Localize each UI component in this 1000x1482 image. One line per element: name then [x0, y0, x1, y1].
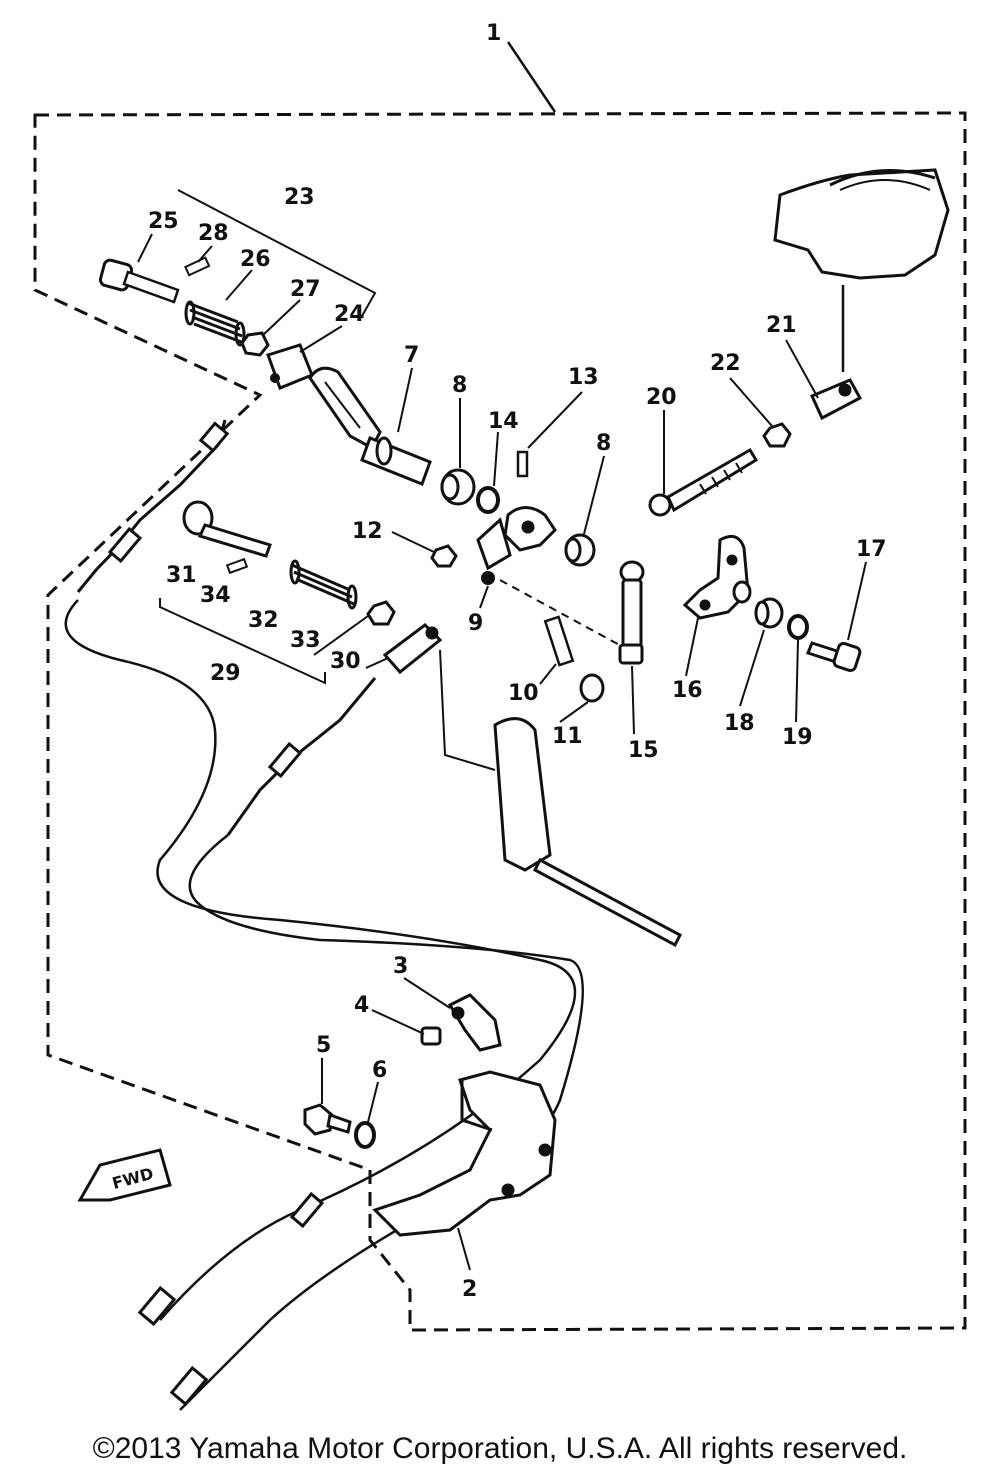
carburetor-flange: [773, 168, 950, 280]
spring-32: [289, 559, 358, 610]
bolt-25: [98, 258, 180, 304]
cable-loop-1: [64, 599, 577, 1321]
label-12: 12: [352, 519, 383, 544]
washer-6: [354, 1121, 376, 1149]
label-18: 18: [724, 711, 755, 736]
label-19: 19: [782, 725, 813, 750]
shift-rod: [493, 717, 682, 948]
shift-leader: [439, 649, 496, 771]
washer-14: [476, 486, 500, 514]
nut-33: [366, 600, 396, 626]
leader-2: [457, 1227, 471, 1271]
bushing-8a: [440, 468, 476, 506]
joint-24: [266, 343, 314, 390]
bolt-17: [806, 641, 862, 673]
label-23: 23: [284, 185, 315, 210]
nut-22: [762, 422, 792, 448]
label-11: 11: [552, 724, 583, 749]
label-4: 4: [354, 993, 369, 1018]
pin-34: [225, 557, 249, 575]
spring-26: [184, 300, 246, 347]
bracket-23: [177, 189, 377, 317]
joint-30: [382, 623, 443, 675]
link-3: [447, 993, 502, 1052]
pin-28: [184, 256, 211, 277]
assembly-boundary: [33, 111, 967, 1332]
label-leaders: [137, 233, 867, 1123]
label-8: 8: [452, 373, 467, 398]
rod-15: [618, 560, 645, 665]
dash-link: [499, 579, 626, 649]
label-3: 3: [393, 954, 408, 979]
label-8-second: 8: [596, 431, 611, 456]
label-28: 28: [198, 221, 229, 246]
label-15: 15: [628, 738, 659, 763]
lever-7: [308, 366, 432, 486]
label-14: 14: [488, 409, 519, 434]
label-1: 1: [486, 21, 501, 46]
nut-12: [430, 544, 458, 568]
label-6: 6: [372, 1058, 387, 1083]
parts-exploded-diagram: FWD 1 2 3 4 5 6 7 8 9 10 11 12 13 14 15 …: [33, 21, 967, 1411]
label-2: 2: [462, 1277, 477, 1302]
cable-upper: [76, 419, 230, 593]
lever-16: [682, 534, 752, 620]
label-33: 33: [290, 628, 321, 653]
copyright-text: ©2013 Yamaha Motor Corporation, U.S.A. A…: [92, 1432, 908, 1465]
joint-21: [809, 378, 863, 421]
label-27: 27: [290, 277, 321, 302]
label-5: 5: [316, 1033, 331, 1058]
label-13: 13: [568, 365, 599, 390]
bushing-8b: [564, 533, 596, 567]
label-7: 7: [404, 343, 419, 368]
link-arm: [476, 506, 557, 571]
label-29: 29: [210, 661, 241, 686]
label-30: 30: [330, 649, 361, 674]
label-25: 25: [148, 209, 179, 234]
bracket-2: [372, 1070, 557, 1237]
eyebolt-31: [182, 500, 272, 558]
bolt-5: [303, 1103, 352, 1136]
cable-loop-2: [179, 834, 585, 1411]
label-32: 32: [248, 608, 279, 633]
bracket-29: [159, 598, 326, 685]
label-21: 21: [766, 313, 797, 338]
label-9: 9: [468, 611, 483, 636]
label-20: 20: [646, 385, 677, 410]
fwd-arrow-icon: FWD: [77, 1148, 172, 1202]
collar-4: [420, 1026, 442, 1046]
ball-9: [481, 571, 495, 585]
collar-18: [754, 597, 784, 629]
rod-20: [648, 447, 759, 517]
nut-27: [240, 331, 270, 357]
label-24: 24: [334, 302, 365, 327]
label-31: 31: [166, 563, 197, 588]
label-26: 26: [240, 247, 271, 272]
cable-lower: [226, 677, 377, 836]
label-17: 17: [856, 537, 887, 562]
leader-1: [506, 41, 557, 113]
pin-13: [516, 450, 529, 478]
label-22: 22: [710, 351, 741, 376]
label-34: 34: [200, 583, 231, 608]
cable-ends: [137, 1191, 325, 1407]
nut-11: [579, 673, 605, 703]
label-16: 16: [672, 678, 703, 703]
label-10: 10: [508, 681, 539, 706]
stud-10: [543, 615, 575, 667]
washer-19: [787, 614, 809, 640]
